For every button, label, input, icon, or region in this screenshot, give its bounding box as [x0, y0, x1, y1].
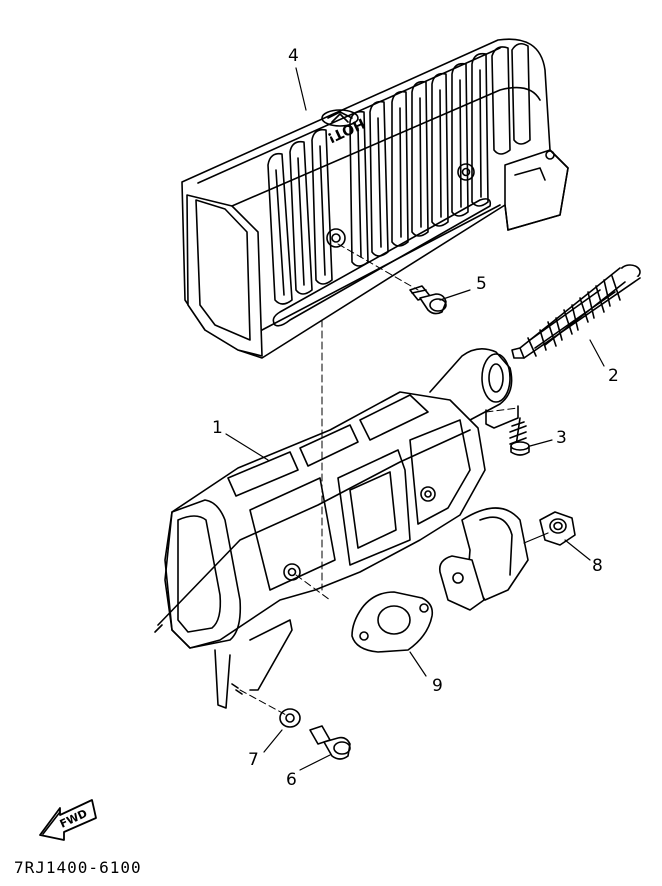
callout-4: 4: [288, 46, 299, 66]
callout-5: 5: [476, 274, 487, 294]
callout-9: 9: [432, 676, 443, 696]
callout-6: 6: [286, 770, 297, 790]
part-7-washer: [279, 708, 301, 728]
part-1-muffler: [154, 348, 529, 709]
callout-1: 1: [212, 418, 223, 438]
part-5-bolt: [409, 285, 447, 315]
part-2-spark-arrester: [511, 264, 641, 359]
alignment-lines: [239, 243, 519, 717]
callout-8: 8: [592, 556, 603, 576]
callout-7: 7: [248, 750, 259, 770]
part-4-muffler-protector: [181, 38, 569, 359]
part-9-gasket: [351, 591, 434, 653]
callout-3: 3: [556, 428, 567, 448]
leader-lines: [225, 67, 605, 771]
part-3-screw: [509, 417, 530, 456]
fwd-direction-arrow: [39, 799, 97, 841]
part-8-nut: [539, 511, 576, 546]
diagram-reference-code: 7RJ1400-6100: [14, 858, 142, 877]
part-6-bolt: [309, 725, 351, 760]
callout-2: 2: [608, 366, 619, 386]
